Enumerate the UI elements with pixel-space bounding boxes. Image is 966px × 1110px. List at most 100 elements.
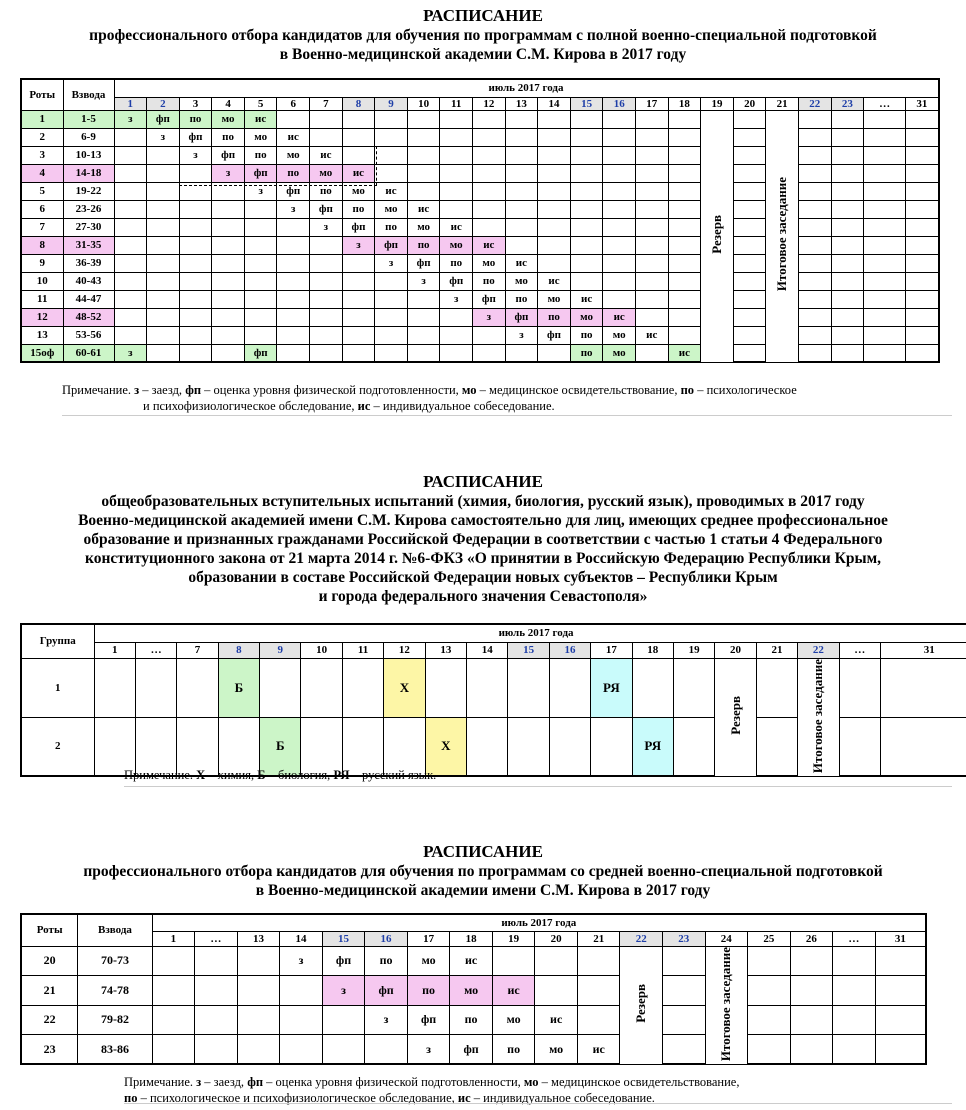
s1-schedule-cell [602, 181, 636, 201]
s1-schedule-cell: з [113, 109, 148, 129]
s1-schedule-cell [667, 253, 702, 273]
s3-day-header: 26 [789, 930, 834, 947]
s2-header-month: июль 2017 года [93, 623, 966, 643]
s3-schedule-cell [576, 1004, 621, 1036]
s3-schedule-cell [576, 945, 621, 977]
s2-divider [124, 786, 952, 787]
s1-heading: РАСПИСАНИЕ профессионального отбора канд… [0, 6, 966, 64]
s3-day-header: 19 [491, 930, 536, 947]
s1-schedule-cell [863, 253, 907, 273]
s1-day-header: … [863, 96, 907, 111]
s3-day-header: 24 [704, 930, 749, 947]
s1-schedule-cell [602, 253, 636, 273]
s3-rota-cell: 22 [20, 1004, 79, 1036]
s1-day-header: 5 [243, 96, 278, 111]
s1-schedule-cell [797, 307, 832, 327]
s1-schedule-cell [439, 343, 474, 363]
s3-day-header: … [832, 930, 876, 947]
s1-day-header: 17 [635, 96, 669, 111]
s3-schedule-cell [534, 975, 578, 1006]
note-term: мо [523, 1075, 539, 1089]
s1-schedule-cell [178, 307, 213, 327]
s3-vzvod-cell: 83-86 [77, 1034, 153, 1066]
s1-schedule-cell: мо [504, 271, 539, 291]
s1-schedule-cell: фп [146, 109, 180, 129]
note-term: Б [257, 768, 266, 782]
s2-day-header: 1 [93, 641, 136, 659]
s2-subtitle-4: конституционного закона от 21 марта 2014… [84, 550, 882, 567]
s1-schedule-cell: з [472, 307, 506, 327]
s1-schedule-cell [406, 109, 441, 129]
s1-rota-cell: 4 [20, 163, 64, 183]
note-term: РЯ [333, 768, 350, 782]
s1-schedule-cell [146, 343, 180, 363]
note-text: – индивидуальное собеседование. [470, 1091, 655, 1105]
s3-day-header: 23 [662, 930, 706, 947]
s3-day-header: 14 [279, 930, 323, 947]
s1-rota-cell: 1 [20, 109, 64, 129]
s3-schedule-cell [874, 1034, 927, 1066]
s1-schedule-cell [113, 145, 148, 165]
s1-schedule-cell [863, 199, 907, 219]
s3-schedule-cell [194, 945, 238, 977]
s2-schedule-cell [631, 657, 674, 718]
s3-reserve-label: Резерв [633, 984, 649, 1023]
s1-schedule-cell [905, 181, 940, 201]
s3-header-rota: Роты [20, 913, 79, 947]
s1-schedule-cell [905, 109, 940, 129]
note-text: – химия, [205, 768, 258, 782]
s1-schedule-cell [309, 307, 343, 327]
s3-schedule-cell [236, 975, 281, 1006]
s2-schedule-cell: РЯ [631, 716, 674, 778]
s1-schedule-cell [472, 109, 506, 129]
s1-schedule-cell [537, 253, 571, 273]
s1-schedule-cell [211, 217, 245, 237]
note-term: Х [196, 768, 206, 782]
s1-schedule-cell [863, 145, 907, 165]
s1-schedule-cell [569, 109, 604, 129]
s1-schedule-cell [537, 199, 571, 219]
s1-day-header: 10 [406, 96, 441, 111]
s1-schedule-cell [635, 307, 669, 327]
s1-schedule-cell: з [276, 199, 311, 219]
s3-day-header: … [194, 930, 238, 947]
s1-schedule-cell [374, 127, 408, 147]
s1-schedule-cell [406, 289, 441, 309]
s1-schedule-cell [113, 253, 148, 273]
s3-schedule-cell: по [406, 975, 451, 1006]
s1-schedule-cell [863, 307, 907, 327]
s2-reserve-cell: Резерв [714, 657, 757, 777]
s1-rota-cell: 6 [20, 199, 64, 219]
s1-schedule-cell [243, 235, 278, 255]
s1-schedule-cell [113, 271, 148, 291]
s1-schedule-cell [905, 163, 940, 183]
s3-schedule-cell [747, 1004, 791, 1036]
s3-schedule-cell [789, 1034, 834, 1066]
s1-schedule-cell [905, 127, 940, 147]
s1-schedule-cell: мо [309, 163, 343, 183]
s1-schedule-cell [374, 307, 408, 327]
s1-day-header: 22 [797, 96, 832, 111]
s2-reserve-label: Резерв [727, 696, 743, 735]
s3-schedule-cell [747, 975, 791, 1006]
s1-schedule-cell [537, 163, 571, 183]
s1-schedule-cell [830, 289, 865, 309]
s1-schedule-cell [635, 271, 669, 291]
s1-schedule-cell [569, 217, 604, 237]
s2-day-header: 16 [548, 641, 592, 659]
s1-schedule-cell [472, 217, 506, 237]
s3-day-header: 1 [151, 930, 196, 947]
s1-schedule-cell [830, 307, 865, 327]
s1-vzvod-cell: 40-43 [62, 271, 115, 291]
s1-schedule-cell [667, 325, 702, 345]
s1-schedule-cell [905, 235, 940, 255]
s1-schedule-cell [439, 127, 474, 147]
s2-subtitle-5: образовании в составе Российской Федерац… [188, 569, 778, 586]
s1-schedule-cell [341, 271, 376, 291]
